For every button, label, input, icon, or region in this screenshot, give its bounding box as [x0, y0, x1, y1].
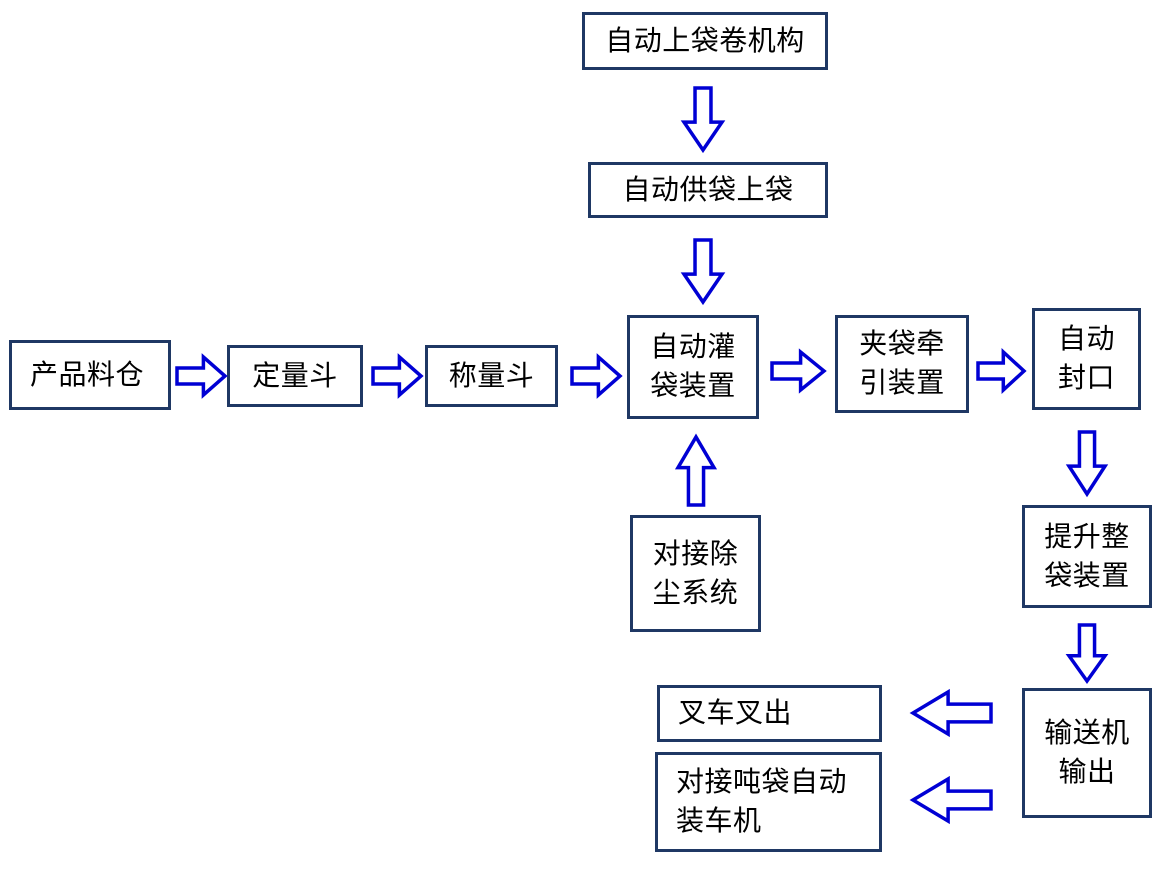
arrow-auto-sealing-to-bag-lift-shaping	[1065, 430, 1109, 498]
arrow-conveyor-output-to-forklift-out	[909, 688, 993, 738]
arrow-bag-lift-shaping-to-conveyor-output	[1065, 623, 1109, 685]
arrow-glyph-icon	[909, 775, 993, 825]
node-bag-clamp-pull: 夹袋牵 引装置	[835, 315, 969, 413]
arrow-glyph-icon	[570, 353, 623, 399]
arrow-auto-bag-supply-to-auto-bag-filling	[680, 238, 726, 306]
arrow-dosing-hopper-to-weighing-hopper	[371, 353, 424, 399]
node-conveyor-output: 输送机 输出	[1022, 688, 1152, 818]
node-ton-bag-auto-loader: 对接吨袋自动 装车机	[655, 752, 882, 852]
node-bag-roll-feeder: 自动上袋卷机构	[582, 12, 828, 70]
arrow-glyph-icon	[175, 353, 228, 399]
arrow-glyph-icon	[371, 353, 424, 399]
arrow-glyph-icon	[674, 433, 718, 507]
arrow-glyph-icon	[680, 238, 726, 306]
arrow-weighing-hopper-to-auto-bag-filling	[570, 353, 623, 399]
arrow-glyph-icon	[1065, 430, 1109, 498]
node-product-silo: 产品料仓	[9, 340, 171, 410]
node-auto-sealing: 自动 封口	[1032, 308, 1141, 410]
node-auto-bag-supply: 自动供袋上袋	[588, 162, 828, 218]
node-dust-removal-system: 对接除 尘系统	[630, 515, 761, 632]
arrow-glyph-icon	[909, 688, 993, 738]
arrow-product-silo-to-dosing-hopper	[175, 353, 228, 399]
arrow-glyph-icon	[976, 348, 1027, 394]
arrow-glyph-icon	[1065, 623, 1109, 685]
node-bag-lift-shaping: 提升整 袋装置	[1022, 505, 1152, 608]
arrow-glyph-icon	[770, 348, 827, 394]
node-auto-bag-filling: 自动灌 袋装置	[627, 315, 759, 419]
arrow-auto-bag-filling-to-bag-clamp-pull	[770, 348, 827, 394]
node-dosing-hopper: 定量斗	[227, 345, 363, 407]
arrow-glyph-icon	[680, 86, 726, 154]
arrow-bag-roll-feeder-to-auto-bag-supply	[680, 86, 726, 154]
arrow-dust-removal-system-to-auto-bag-filling	[674, 433, 718, 507]
node-forklift-out: 叉车叉出	[657, 685, 882, 742]
node-weighing-hopper: 称量斗	[425, 345, 558, 407]
arrow-bag-clamp-pull-to-auto-sealing	[976, 348, 1027, 394]
arrow-conveyor-output-to-ton-bag-auto-loader	[909, 775, 993, 825]
